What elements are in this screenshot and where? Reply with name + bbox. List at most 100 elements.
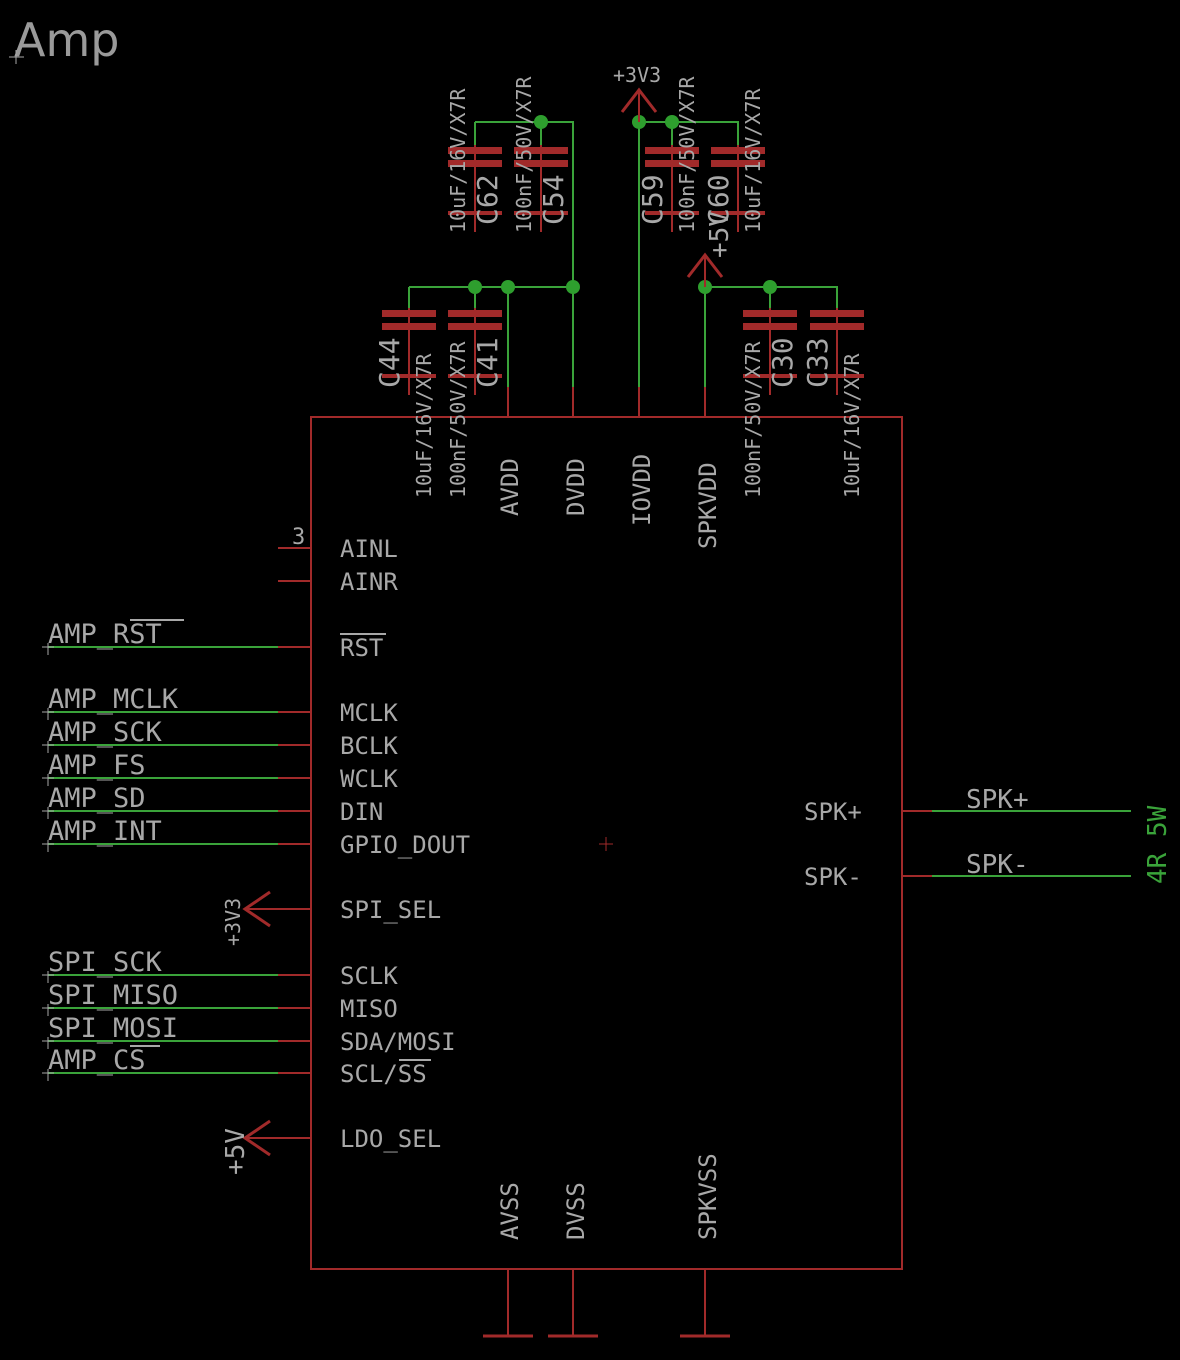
bottom-pin-spkvss[interactable]: SPKVSS: [680, 1153, 730, 1338]
left-pin-sda-mosi[interactable]: SDA/MOSI SPI_MOSI: [42, 1013, 456, 1056]
capacitor-ref: C62: [471, 174, 504, 225]
supply-label-3v3: +3V3: [613, 63, 661, 87]
pin-label-dvss: DVSS: [562, 1182, 590, 1240]
junction-dot: [763, 280, 777, 294]
pin-label: LDO_SEL: [340, 1125, 441, 1153]
wire-spkvdd-rail: [705, 286, 838, 308]
junction-dot: [665, 115, 679, 129]
pin-label-dvdd: DVDD: [562, 458, 590, 516]
left-pin-ainl[interactable]: AINL: [278, 535, 398, 563]
supply-5v-ldo-sel[interactable]: +5V: [221, 1119, 311, 1175]
capacitor-plate-icon: [645, 160, 699, 167]
bottom-pin-avss[interactable]: AVSS: [483, 1182, 533, 1338]
left-pin-ldo-sel[interactable]: LDO_SEL: [340, 1125, 441, 1153]
capacitor-value: 10uF/16V/X7R: [412, 353, 436, 498]
net-label: AMP_CS: [48, 1045, 146, 1076]
pin-label-avdd: AVDD: [496, 458, 524, 516]
net-label: AMP_FS: [48, 750, 146, 781]
pin-label-spk-minus: SPK-: [804, 863, 862, 891]
capacitor-value: 100nF/50V/X7R: [446, 341, 470, 498]
origin-cross-icon: [9, 50, 24, 64]
pin-label: AINL: [340, 535, 398, 563]
capacitor-ref: C30: [766, 337, 799, 388]
capacitor-base: [448, 374, 502, 378]
right-pin-spk-plus[interactable]: SPK+ SPK+: [804, 785, 1131, 826]
capacitor-plate-icon: [448, 323, 502, 330]
junctions: [468, 115, 777, 294]
pin-label: MISO: [340, 995, 398, 1023]
capacitor-base: [382, 374, 436, 378]
supply-arrow-icon: [242, 1119, 271, 1157]
net-label: AMP_SD: [48, 783, 146, 814]
net-label: AMP_INT: [48, 816, 162, 847]
left-pin-mclk[interactable]: MCLK AMP_MCLK: [42, 684, 398, 727]
net-label: AMP_MCLK: [48, 684, 179, 715]
pin-label-avss: AVSS: [496, 1182, 524, 1240]
capacitor-plate-icon: [645, 147, 699, 154]
supply-label-5v: +5V: [705, 211, 735, 258]
pin-label: SDA/MOSI: [340, 1028, 456, 1056]
net-label-spk-plus: SPK+: [966, 785, 1029, 815]
capacitor-base: [743, 374, 797, 378]
ic-origin-cross-icon: [599, 837, 613, 851]
left-pin-miso[interactable]: MISO SPI_MISO: [42, 980, 398, 1023]
capacitor-plate-icon: [382, 310, 436, 317]
capacitor-ref: C44: [373, 337, 406, 388]
supply-arrow-icon: [242, 890, 271, 928]
capacitor-ref: C33: [801, 337, 834, 388]
pin-label: SCLK: [340, 962, 398, 990]
capacitor-value: 10uF/16V/X7R: [741, 88, 765, 233]
capacitor-ref: C60: [702, 174, 735, 225]
pin-number-label: 3: [292, 525, 305, 550]
pin-label-iovdd: IOVDD: [628, 454, 656, 526]
capacitor-base: [810, 374, 864, 378]
left-pin-ainr[interactable]: AINR: [278, 568, 398, 596]
sheet-title: Amp: [14, 13, 119, 67]
capacitor-value: 10uF/16V/X7R: [446, 88, 470, 233]
net-label: SPI_MISO: [48, 980, 178, 1011]
supply-5v-top[interactable]: +5V: [686, 211, 735, 287]
junction-dot: [468, 280, 482, 294]
junction-dot: [566, 280, 580, 294]
capacitor-plate-icon: [810, 310, 864, 317]
left-pin-gpio-dout[interactable]: GPIO_DOUT AMP_INT: [42, 816, 470, 859]
pin-label: DIN: [340, 798, 383, 826]
capacitor-value: 10uF/16V/X7R: [840, 353, 864, 498]
net-label: SPI_MOSI: [48, 1013, 178, 1044]
capacitor-plate-icon: [514, 147, 568, 154]
capacitor-plate-icon: [382, 323, 436, 330]
left-pin-spi-sel[interactable]: SPI_SEL: [340, 896, 441, 924]
supply-3v3-spi-sel[interactable]: +3V3: [221, 890, 311, 946]
supply-3v3-top[interactable]: +3V3: [613, 63, 661, 122]
pin-label: GPIO_DOUT: [340, 831, 470, 859]
pin-label: MCLK: [340, 699, 398, 727]
net-label: AMP_RST: [48, 619, 162, 650]
capacitor-plate-icon: [810, 323, 864, 330]
bottom-pin-dvss[interactable]: DVSS: [548, 1182, 598, 1338]
left-pin-din[interactable]: DIN AMP_SD: [42, 783, 383, 826]
speaker-label: 4R 5W: [1143, 805, 1173, 884]
capacitor-plate-icon: [448, 147, 502, 154]
supply-label-3v3-left: +3V3: [221, 898, 245, 946]
capacitor-plate-icon: [448, 310, 502, 317]
pin-label: SPI_SEL: [340, 896, 441, 924]
right-pin-spk-minus[interactable]: SPK- SPK-: [804, 850, 1131, 891]
capacitor-plate-icon: [711, 160, 765, 167]
